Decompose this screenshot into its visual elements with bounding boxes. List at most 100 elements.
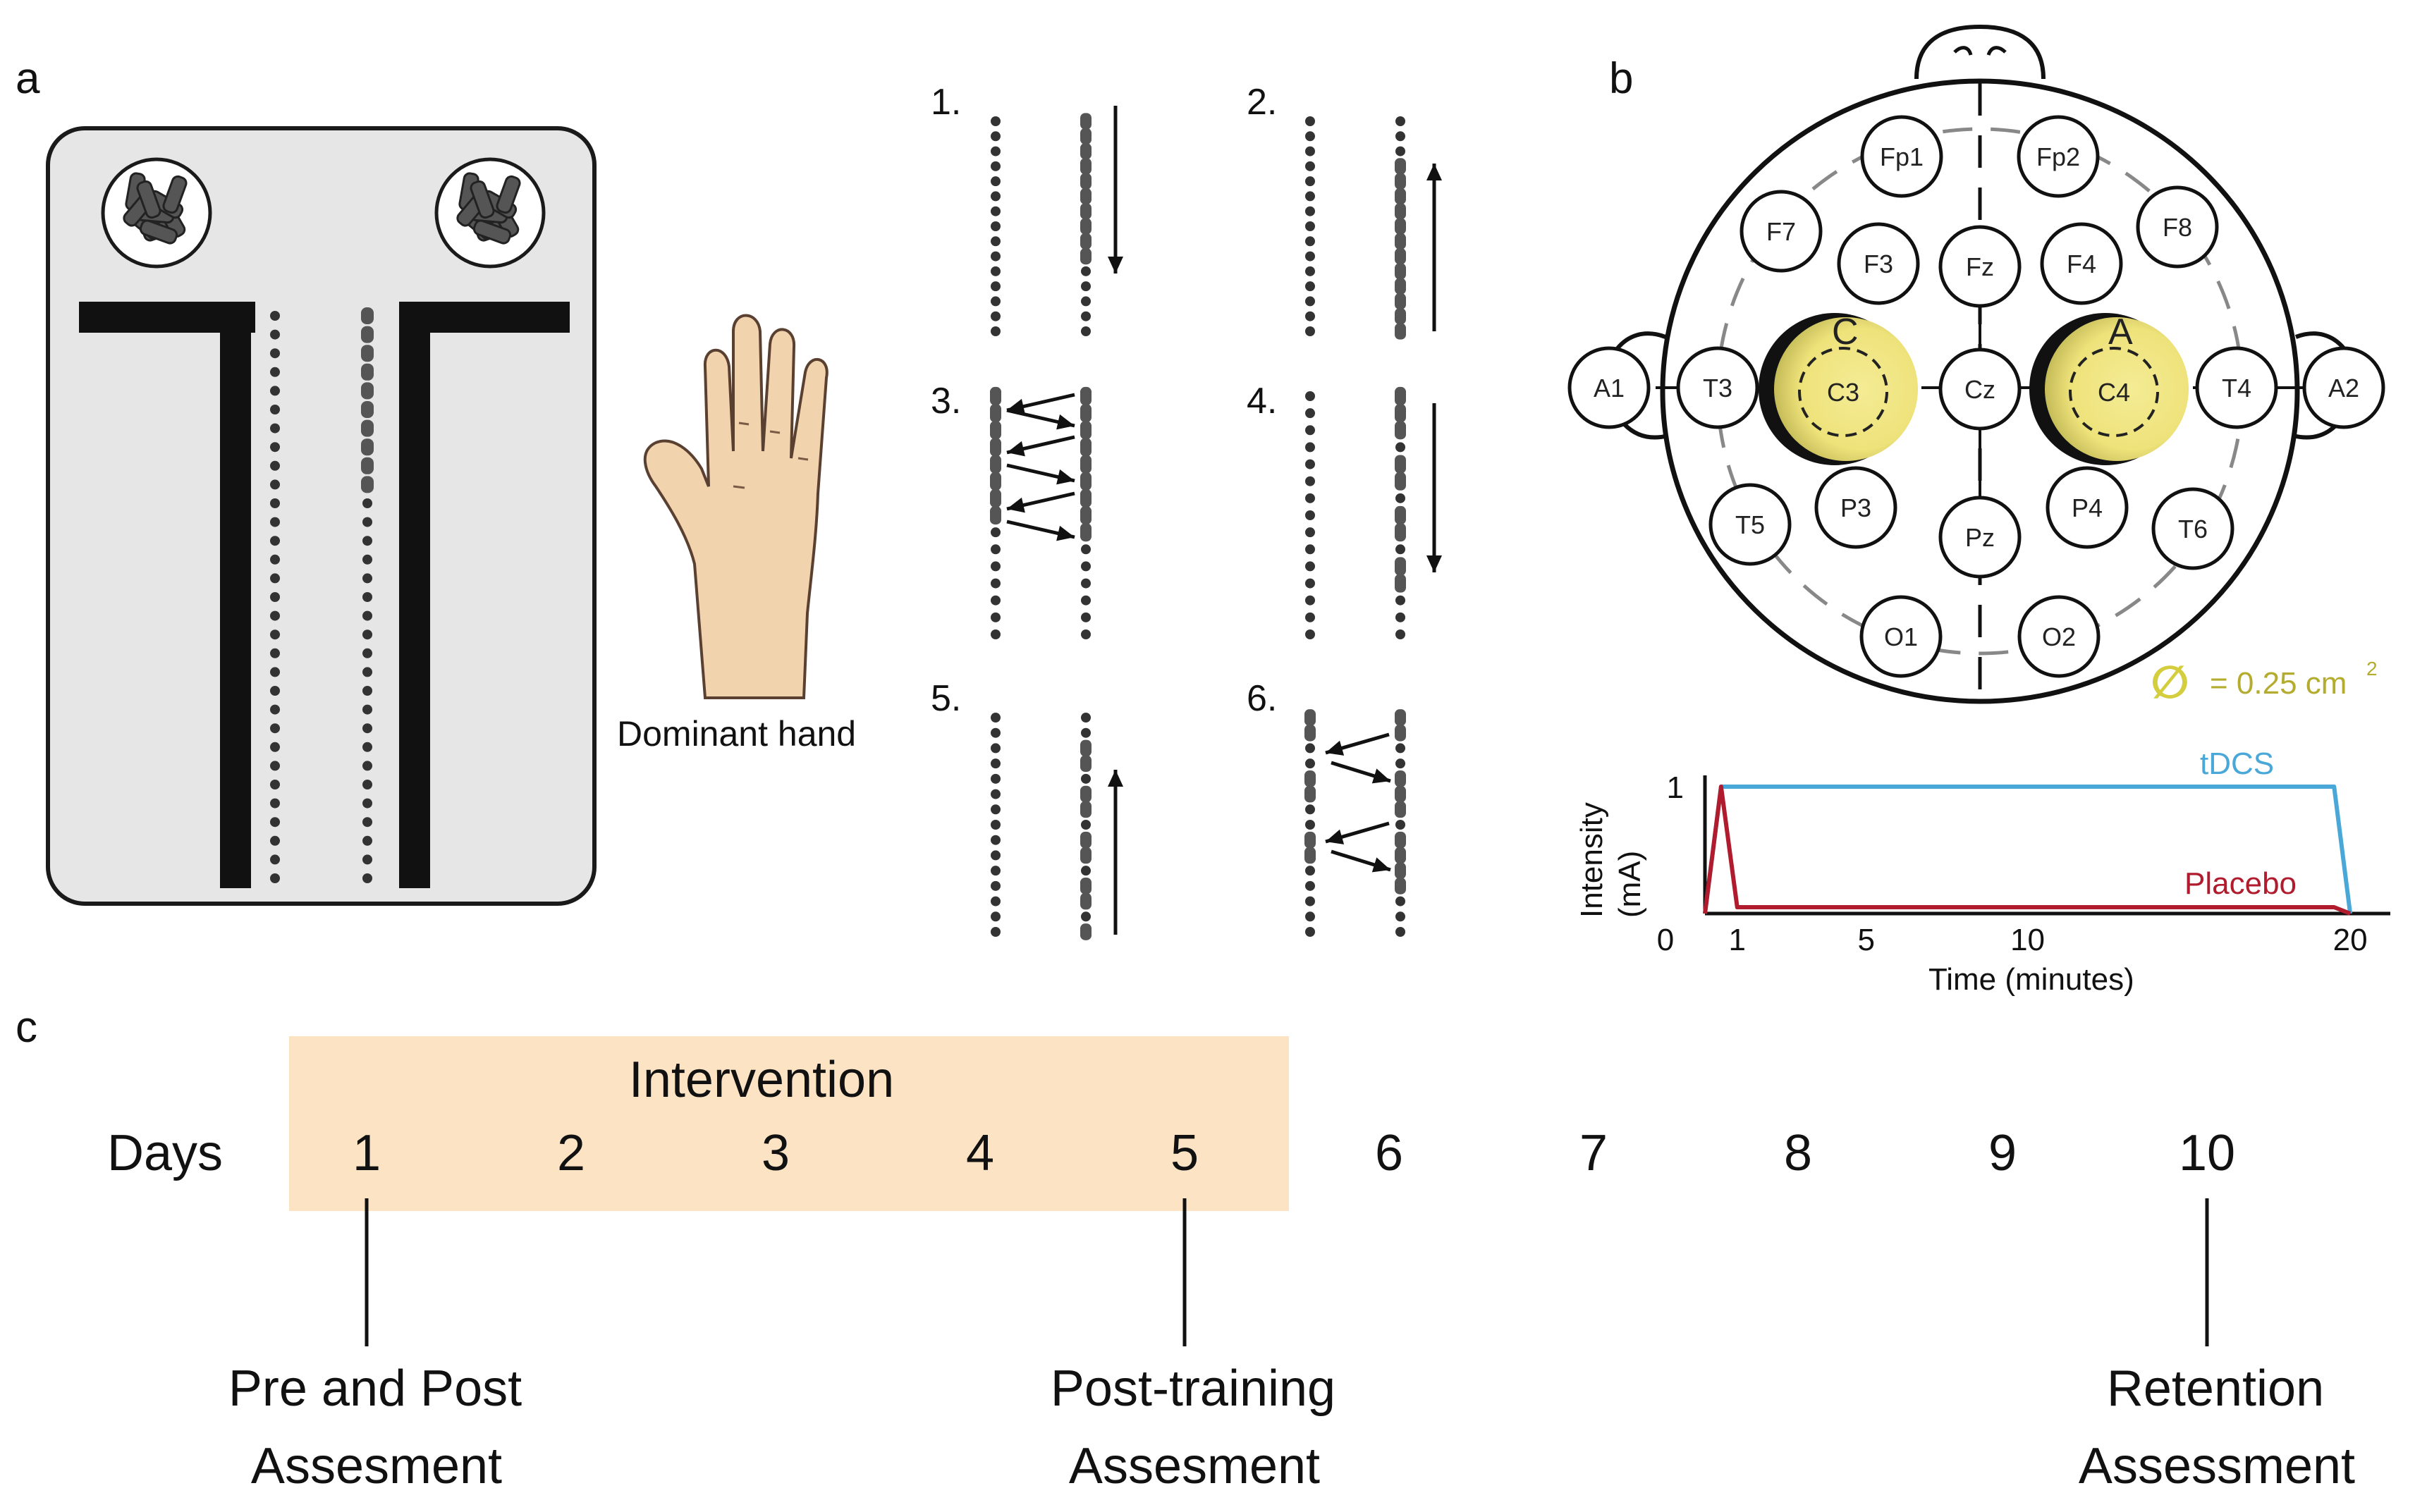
hole <box>1305 578 1315 589</box>
arrow-head <box>1007 398 1025 414</box>
panel-letter-c: c <box>16 1003 37 1052</box>
peg <box>990 404 1001 423</box>
hole <box>1081 296 1091 307</box>
peg <box>1395 247 1406 265</box>
electrode-p3 <box>1814 466 1897 549</box>
hole <box>1395 595 1405 606</box>
step-label-2: 2. <box>1247 82 1277 123</box>
peg <box>1080 218 1092 235</box>
hole <box>991 191 1001 202</box>
hole <box>1395 493 1405 503</box>
day-8: 8 <box>1784 1125 1812 1181</box>
peg <box>1395 263 1406 280</box>
board-hole <box>362 536 372 546</box>
hole <box>1395 146 1405 156</box>
board-hole <box>270 761 280 771</box>
milestone-line2: Assessment <box>2079 1438 2355 1494</box>
hole <box>1305 493 1315 503</box>
peg <box>1304 831 1316 849</box>
pegs-left <box>123 172 188 245</box>
hole <box>991 116 1001 126</box>
hole <box>1305 251 1315 262</box>
assessment-milestones: Pre and PostAssesmentPost-trainingAssesm… <box>228 1198 2355 1494</box>
hole <box>1395 544 1405 555</box>
arrow-head <box>1326 829 1345 844</box>
electrode-label-cz: Cz <box>1964 375 1995 404</box>
step-label-1: 1. <box>931 82 961 123</box>
peg <box>1080 438 1092 457</box>
milestone-line2: Assesment <box>1069 1438 1320 1494</box>
board-hole <box>362 648 372 658</box>
hole <box>1305 612 1315 622</box>
board-hole <box>270 329 280 340</box>
hole <box>991 176 1001 187</box>
peg <box>1395 278 1406 295</box>
milestone-line2: Assesment <box>251 1438 502 1494</box>
arrow-head <box>1108 770 1123 787</box>
hole <box>1305 866 1315 876</box>
peg <box>1395 801 1406 818</box>
peg <box>1395 878 1406 895</box>
arrow-head <box>1426 555 1442 572</box>
step-label-5: 5. <box>931 678 961 719</box>
hole <box>1395 896 1405 906</box>
electrode-a1 <box>1567 346 1651 429</box>
peg <box>1395 724 1406 742</box>
board-hole <box>270 835 280 846</box>
arrow-head <box>1056 469 1075 485</box>
electrode-label-a2: A2 <box>2328 374 2359 402</box>
hole <box>1395 743 1405 754</box>
hole <box>1305 476 1315 486</box>
arrow-head <box>1108 257 1123 273</box>
hole <box>991 595 1001 606</box>
electrode-label-fp1: Fp1 <box>1880 142 1924 171</box>
hole <box>991 866 1001 876</box>
electrode-pz <box>1938 496 2022 579</box>
hole <box>1081 727 1091 738</box>
board-hole <box>270 517 280 527</box>
board-hole <box>362 667 372 677</box>
board-hole <box>362 817 372 828</box>
hole <box>1305 911 1315 922</box>
board-hole <box>362 704 372 715</box>
step-label-3: 3. <box>931 381 961 422</box>
hole <box>1305 527 1315 538</box>
electrode-label-o1: O1 <box>1884 622 1918 651</box>
day-4: 4 <box>966 1125 994 1181</box>
step-label-4: 4. <box>1247 381 1277 422</box>
hole <box>1395 629 1405 639</box>
hole <box>1081 713 1091 723</box>
peg <box>1395 188 1406 205</box>
peg <box>1080 488 1092 508</box>
hole <box>1305 459 1315 469</box>
hole <box>991 911 1001 922</box>
hole <box>991 326 1001 336</box>
peg <box>1080 878 1092 895</box>
peg <box>1395 574 1406 593</box>
panel-letter-a: a <box>16 54 40 103</box>
peg <box>1080 158 1092 175</box>
hole <box>1305 880 1315 891</box>
hole <box>1395 116 1405 126</box>
day-7: 7 <box>1579 1125 1608 1181</box>
peg <box>1080 188 1092 205</box>
hole <box>1305 296 1315 307</box>
area-superscript: 2 <box>2366 658 2378 680</box>
anode-electrode <box>2029 313 2189 465</box>
pegs-right <box>456 172 521 245</box>
arrow-head <box>1371 857 1390 873</box>
hole <box>991 835 1001 845</box>
arrow-head <box>1326 740 1345 756</box>
board-hole <box>270 442 280 453</box>
electrode-o2 <box>2017 595 2101 678</box>
peg <box>1304 770 1316 787</box>
electrode-cz <box>1938 348 2022 431</box>
peg <box>1395 455 1406 474</box>
electrode-label-t6: T6 <box>2178 515 2208 543</box>
board-hole <box>270 554 280 565</box>
hole <box>1395 911 1405 922</box>
peg <box>1080 386 1092 406</box>
board-hole <box>270 367 280 377</box>
peg <box>1395 173 1406 190</box>
days-label: Days <box>107 1125 223 1181</box>
